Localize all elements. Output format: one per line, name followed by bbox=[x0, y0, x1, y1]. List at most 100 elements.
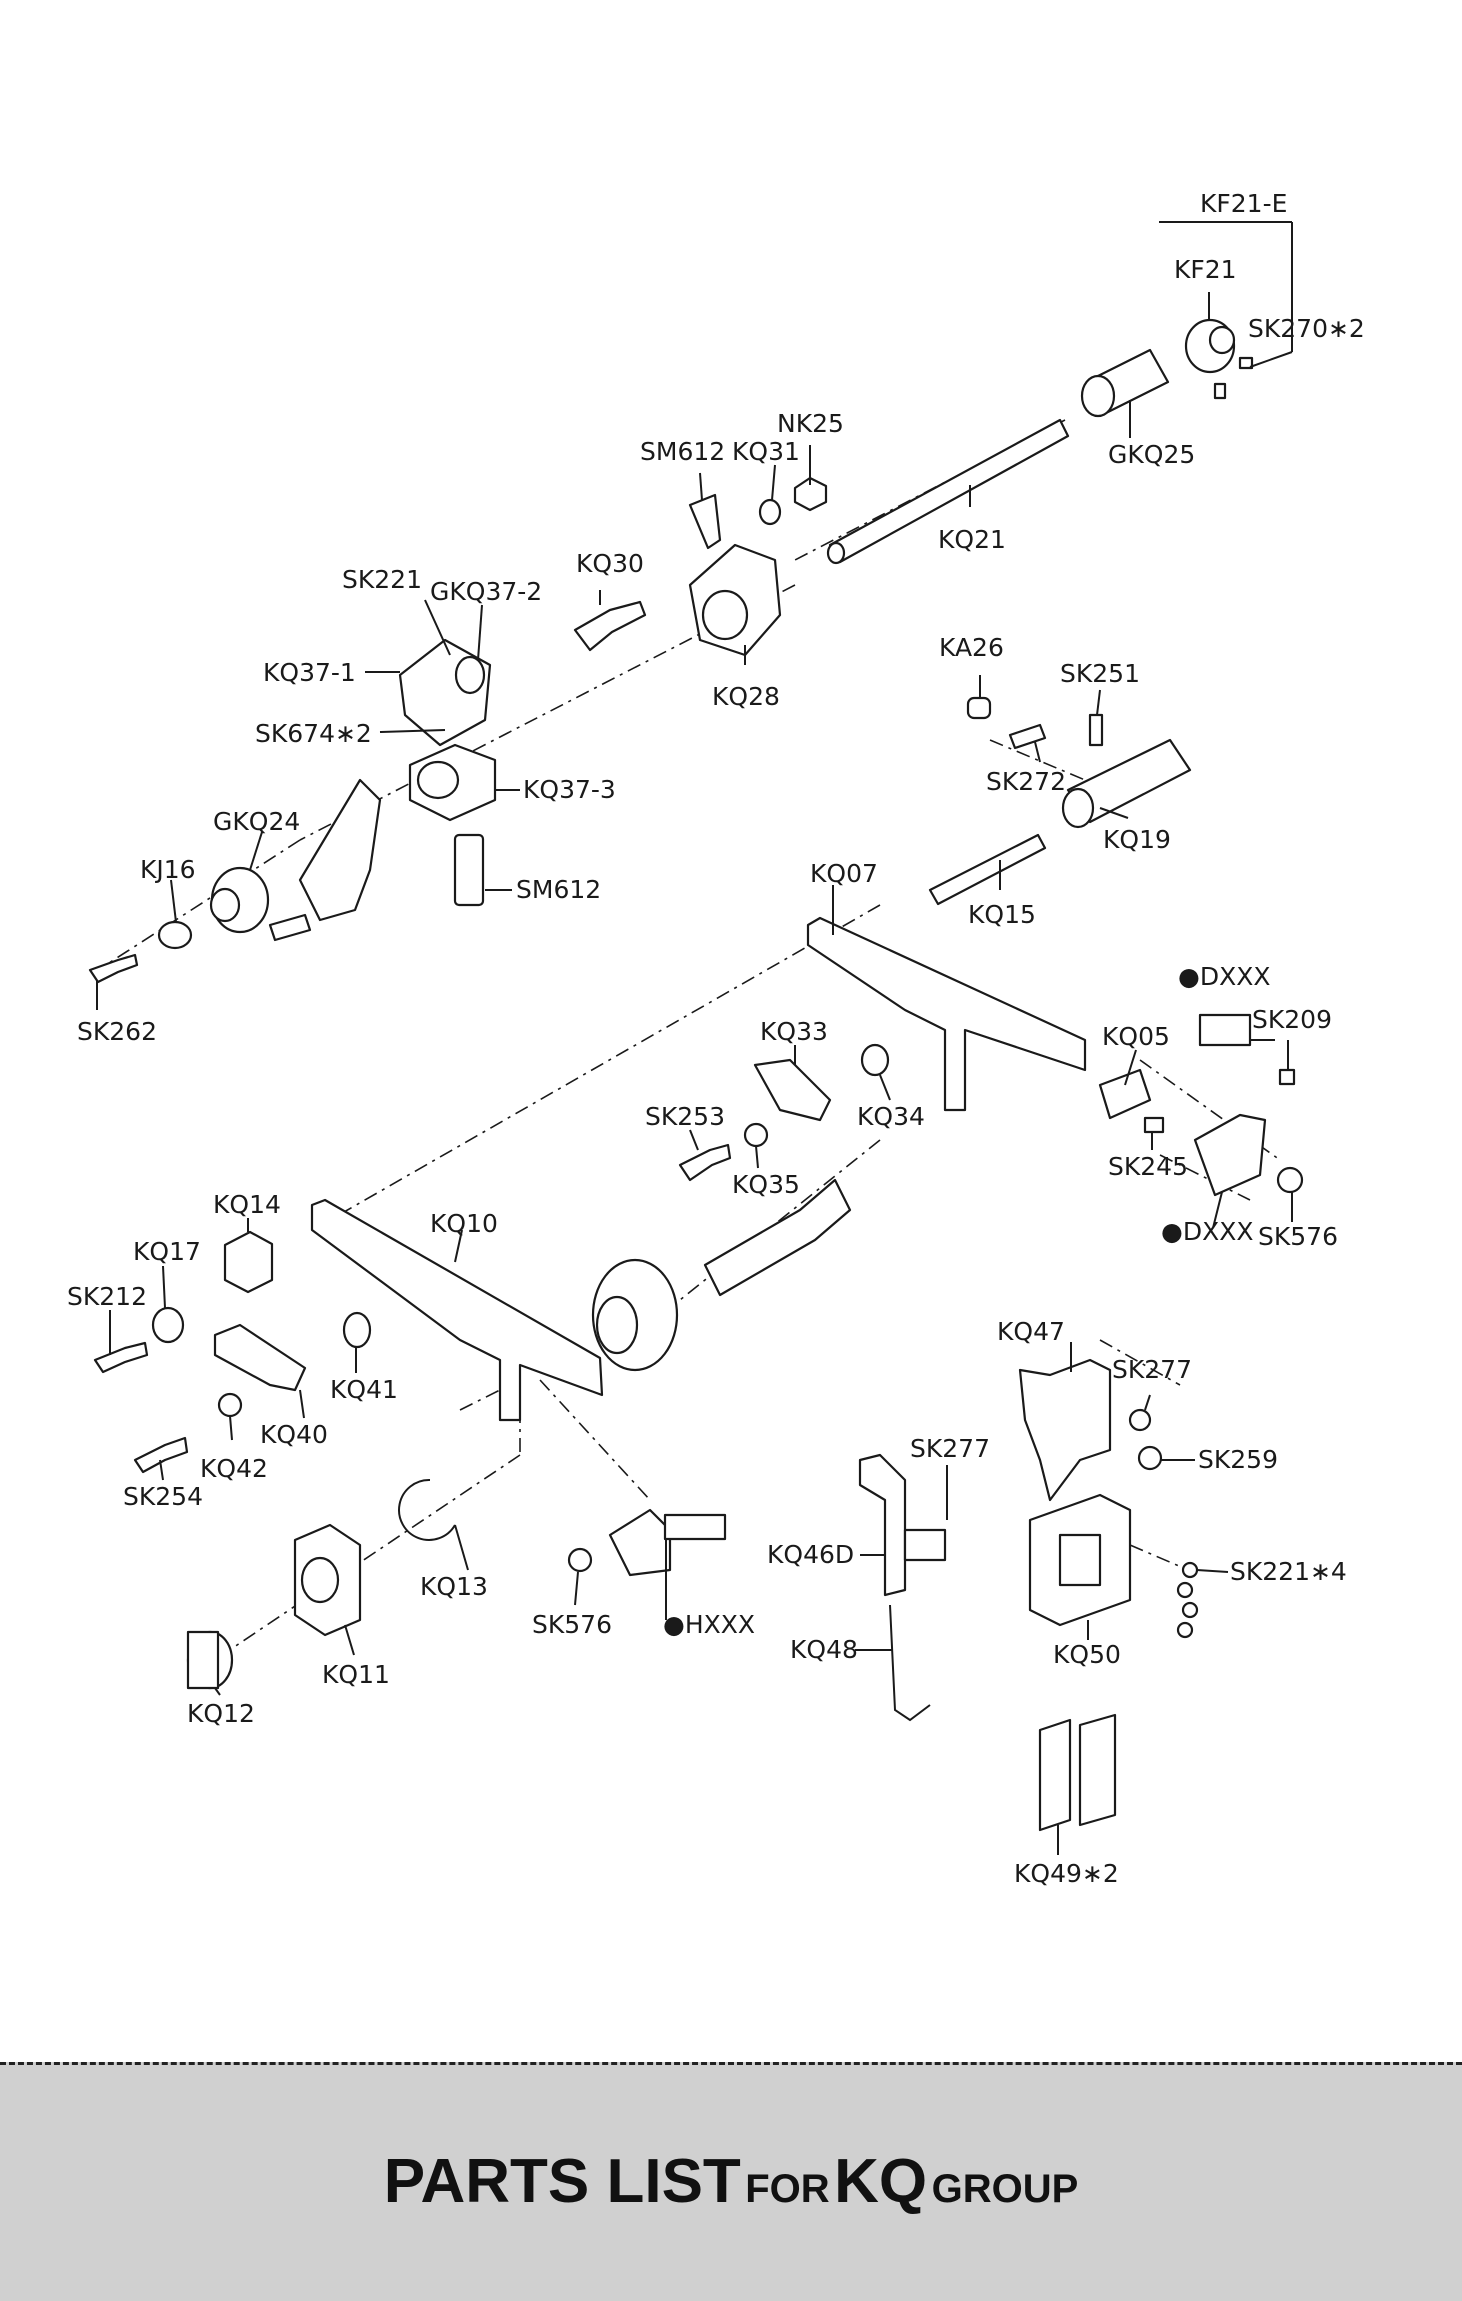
label-gkq24: GKQ24 bbox=[213, 807, 300, 836]
label-kj16: KJ16 bbox=[140, 855, 196, 884]
part-sk251 bbox=[1088, 713, 1104, 747]
part-hxxx-holder bbox=[608, 1508, 672, 1577]
part-sk277-right bbox=[1128, 1408, 1152, 1432]
label-sk254: SK254 bbox=[123, 1482, 203, 1511]
label-kq42: KQ42 bbox=[200, 1454, 268, 1483]
footer-banner: PARTS LIST FOR KQ GROUP bbox=[0, 2062, 1462, 2301]
part-arm bbox=[298, 778, 382, 922]
label-kq14: KQ14 bbox=[213, 1190, 281, 1219]
part-sk253 bbox=[678, 1143, 732, 1182]
part-kq37-1 bbox=[398, 638, 492, 747]
part-kq34 bbox=[860, 1043, 890, 1077]
part-kq40 bbox=[213, 1323, 307, 1392]
part-dxxx-lower bbox=[1193, 1113, 1267, 1197]
label-kq30: KQ30 bbox=[576, 549, 644, 578]
label-kq07: KQ07 bbox=[810, 859, 878, 888]
label-sk576-lower: SK576 bbox=[532, 1610, 612, 1639]
label-sk221: SK221 bbox=[342, 565, 422, 594]
part-kq07 bbox=[806, 916, 1087, 1112]
label-kq05: KQ05 bbox=[1102, 1022, 1170, 1051]
part-sm612-bottom bbox=[453, 833, 485, 907]
part-sk576-right bbox=[1276, 1166, 1304, 1194]
label-kq37-3: KQ37-3 bbox=[523, 775, 616, 804]
label-kq17: KQ17 bbox=[133, 1237, 201, 1266]
label-sk272: SK272 bbox=[986, 767, 1066, 796]
part-kq48 bbox=[889, 1604, 931, 1722]
label-sm612-top: SM612 bbox=[640, 437, 725, 466]
part-kq31 bbox=[758, 498, 782, 526]
part-kq30 bbox=[573, 600, 647, 652]
part-sm612-top bbox=[688, 493, 722, 550]
part-kq42 bbox=[217, 1392, 243, 1418]
title-parts-list: PARTS LIST bbox=[383, 2147, 741, 2216]
label-kq47: KQ47 bbox=[997, 1317, 1065, 1346]
label-sk209: SK209 bbox=[1252, 1005, 1332, 1034]
part-kq14 bbox=[223, 1230, 274, 1294]
label-gkq37-2: GKQ37-2 bbox=[430, 577, 542, 606]
part-kq33 bbox=[753, 1058, 832, 1122]
label-kq10: KQ10 bbox=[430, 1209, 498, 1238]
part-sk221-d bbox=[1176, 1621, 1194, 1639]
part-kj16 bbox=[157, 920, 193, 950]
label-kq11: KQ11 bbox=[322, 1660, 390, 1689]
label-nk25: NK25 bbox=[777, 409, 844, 438]
label-sk277-right: SK277 bbox=[1112, 1355, 1192, 1384]
label-kq49x2: KQ49∗2 bbox=[1014, 1859, 1119, 1888]
label-ka26: KA26 bbox=[939, 633, 1004, 662]
label-kq50: KQ50 bbox=[1053, 1640, 1121, 1669]
part-cam-shaft bbox=[703, 1178, 852, 1297]
label-sk259: SK259 bbox=[1198, 1445, 1278, 1474]
part-sk576-lower bbox=[567, 1547, 593, 1573]
part-sk259 bbox=[1137, 1445, 1163, 1471]
label-kq21: KQ21 bbox=[938, 525, 1006, 554]
part-sk221-a bbox=[1181, 1561, 1199, 1579]
label-sk674x2: SK674∗2 bbox=[255, 719, 372, 748]
part-labels: KF21-E KF21 SK270∗2 GKQ25 NK25 SM612 KQ3… bbox=[67, 189, 1365, 1888]
part-gkq37-2 bbox=[454, 655, 486, 695]
label-kq31: KQ31 bbox=[732, 437, 800, 466]
part-kq10 bbox=[310, 1198, 604, 1422]
title-kq: KQ bbox=[834, 2147, 928, 2216]
label-sk277-left: SK277 bbox=[910, 1434, 990, 1463]
part-ka26 bbox=[966, 696, 992, 720]
part-kq13 bbox=[398, 1478, 456, 1541]
part-sk209 bbox=[1278, 1068, 1296, 1086]
part-sk245 bbox=[1143, 1116, 1165, 1134]
label-kf21-e: KF21-E bbox=[1200, 189, 1287, 218]
part-hxxx bbox=[663, 1513, 727, 1541]
label-dxxx-top: ●DXXX bbox=[1178, 962, 1270, 991]
label-kq13: KQ13 bbox=[420, 1572, 488, 1601]
footer-title: PARTS LIST FOR KQ GROUP bbox=[0, 2151, 1462, 2213]
label-sk221x4: SK221∗4 bbox=[1230, 1557, 1347, 1586]
label-sk212: SK212 bbox=[67, 1282, 147, 1311]
leader-lines bbox=[96, 221, 1293, 1855]
title-for: FOR bbox=[745, 2167, 830, 2211]
label-dxxx-lower: ●DXXX bbox=[1161, 1217, 1253, 1246]
label-gkq25: GKQ25 bbox=[1108, 440, 1195, 469]
label-kq15: KQ15 bbox=[968, 900, 1036, 929]
exploded-parts-diagram: KF21-E KF21 SK270∗2 GKQ25 NK25 SM612 KQ3… bbox=[67, 189, 1365, 1888]
part-sk212 bbox=[93, 1341, 149, 1374]
label-kq37-1: KQ37-1 bbox=[263, 658, 356, 687]
part-kq35 bbox=[743, 1122, 769, 1148]
label-kq33: KQ33 bbox=[760, 1017, 828, 1046]
label-sk576-right: SK576 bbox=[1258, 1222, 1338, 1251]
parts-drawings bbox=[88, 318, 1304, 1832]
part-sk221-b bbox=[1176, 1581, 1194, 1599]
part-kq46d bbox=[858, 1453, 907, 1597]
part-kq47 bbox=[1018, 1358, 1112, 1502]
label-sk245: SK245 bbox=[1108, 1152, 1188, 1181]
part-kq05 bbox=[1098, 1068, 1152, 1120]
part-sk254 bbox=[133, 1436, 189, 1474]
part-dxxx-top bbox=[1198, 1013, 1252, 1047]
part-kq49-a bbox=[1038, 1718, 1072, 1832]
label-sk262: SK262 bbox=[77, 1017, 157, 1046]
label-sm612-bottom: SM612 bbox=[516, 875, 601, 904]
label-kq35: KQ35 bbox=[732, 1170, 800, 1199]
part-kq17 bbox=[151, 1306, 185, 1344]
label-kq19: KQ19 bbox=[1103, 825, 1171, 854]
label-kq12: KQ12 bbox=[187, 1699, 255, 1728]
part-kq41 bbox=[342, 1311, 372, 1349]
label-sk251: SK251 bbox=[1060, 659, 1140, 688]
label-hxxx: ●HXXX bbox=[663, 1610, 755, 1639]
